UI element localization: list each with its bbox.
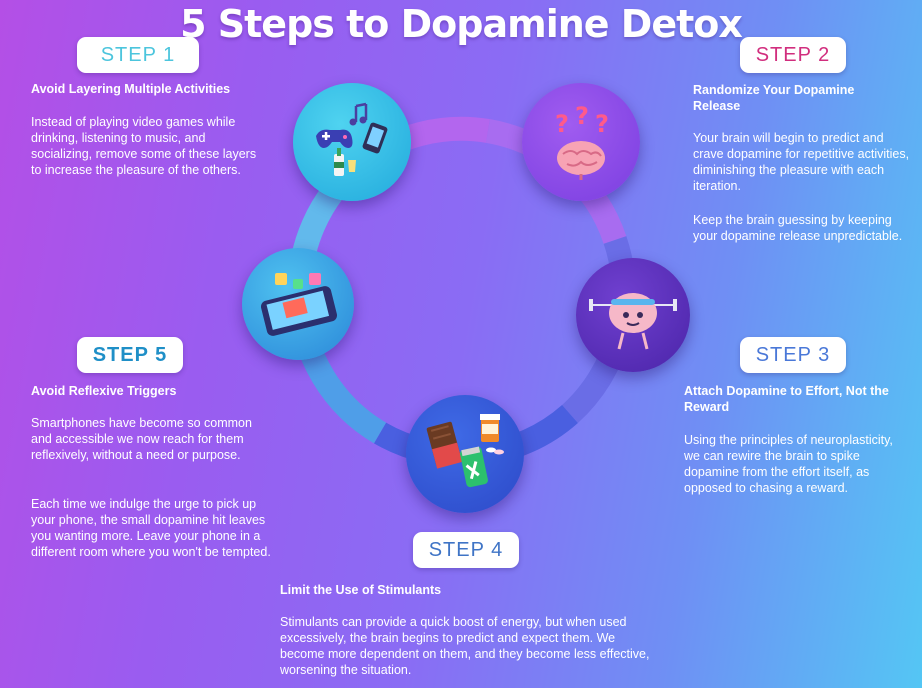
svg-text:?: ? <box>595 110 609 138</box>
step1-badge: STEP 1 <box>77 37 199 73</box>
step2-description-2: Keep the brain guessing by keeping your … <box>693 213 903 243</box>
smartphone-icon <box>260 273 338 336</box>
chocolate-pills-energy-drink-icon <box>426 414 504 488</box>
step4-heading: Limit the Use of Stimulants <box>280 583 442 597</box>
video-games-music-drink-icon <box>316 102 388 176</box>
step2-circle: ? ? ? <box>522 83 640 201</box>
step5-badge: STEP 5 <box>77 337 183 373</box>
step1-description: Instead of playing video games while dri… <box>31 115 257 177</box>
step3-description: Using the principles of neuroplasticity,… <box>684 433 893 495</box>
step2-heading: Randomize Your Dopamine Release <box>693 83 855 113</box>
step1-heading: Avoid Layering Multiple Activities <box>31 82 231 96</box>
step5-circle <box>242 248 354 360</box>
step5-description-1: Smartphones have become so common and ac… <box>31 416 252 462</box>
step3-badge: STEP 3 <box>740 337 846 373</box>
page-title: 5 Steps to Dopamine Detox <box>180 2 743 46</box>
step4-badge: STEP 4 <box>413 532 519 568</box>
svg-text:?: ? <box>555 110 569 138</box>
brain-question-marks-icon: ? ? ? <box>555 102 609 180</box>
brain-lifting-weights-icon <box>589 293 677 350</box>
step2-description-1: Your brain will begin to predict and cra… <box>693 131 910 193</box>
step5-heading: Avoid Reflexive Triggers <box>31 384 177 398</box>
step4-circle <box>406 395 524 513</box>
step2-badge: STEP 2 <box>740 37 846 73</box>
step1-circle <box>293 83 411 201</box>
step3-circle <box>576 258 690 372</box>
svg-text:?: ? <box>575 102 589 130</box>
step4-description: Stimulants can provide a quick boost of … <box>280 615 650 677</box>
step3-heading: Attach Dopamine to Effort, Not the Rewar… <box>684 384 889 414</box>
step5-description-2: Each time we indulge the urge to pick up… <box>31 497 271 559</box>
